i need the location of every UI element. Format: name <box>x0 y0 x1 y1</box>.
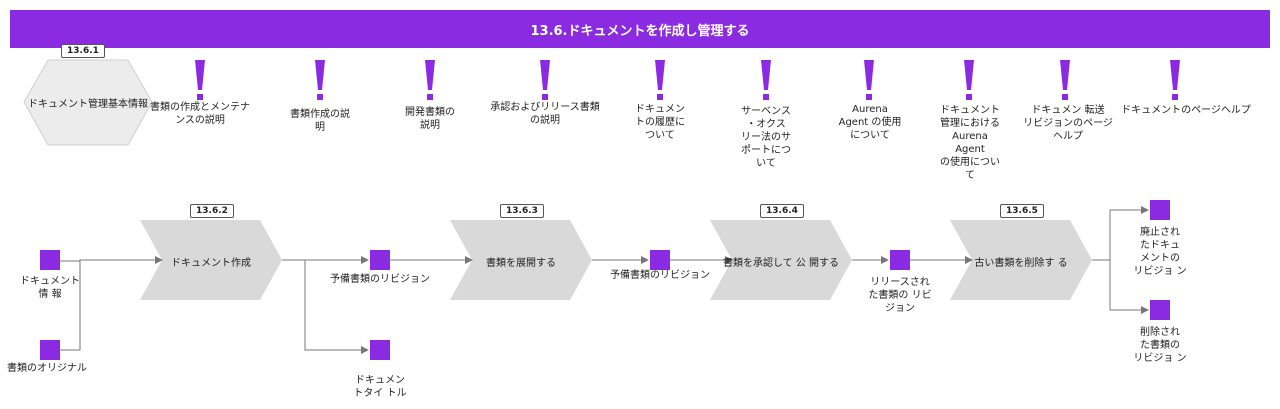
section-badge-13-6-2: 13.6.2 <box>190 204 234 218</box>
process-label-1: ドキュメント作成 <box>171 258 251 269</box>
process-chevron-3[interactable] <box>710 220 852 300</box>
process-chevron-1[interactable] <box>140 220 282 300</box>
section-badge-13-6-3: 13.6.3 <box>500 204 544 218</box>
connector-original-p1 <box>60 260 81 351</box>
info-label-7: Aurena Agent の使用 について <box>838 104 902 141</box>
info-label-1: 書類の作成とメンテナ ンスの説明 <box>150 102 250 126</box>
connector-p4-obsolete <box>1092 206 1149 261</box>
hexagon-shape[interactable] <box>23 59 153 146</box>
object-prelim-revision-2[interactable] <box>650 250 670 270</box>
object-label-doc-title: ドキュメン トタイ トル <box>353 375 407 399</box>
object-label-original: 書類のオリジナル <box>7 363 87 374</box>
exclamation-icon[interactable] <box>424 60 436 102</box>
object-label-prelim-1: 予備書類のリビジョン <box>330 274 430 285</box>
info-label-3: 開発書類の 説明 <box>405 107 455 131</box>
object-label-obsolete: 廃止され たドキュ メントの リビジョ ン <box>1133 227 1187 277</box>
object-label-released: リリースされ た書類の リビ ジョン <box>868 277 932 314</box>
exclamation-icon[interactable] <box>760 60 772 102</box>
info-label-10: ドキュメントのページヘルプ <box>1121 105 1251 116</box>
page-title: 13.6.ドキュメントを作成し管理する <box>530 23 750 39</box>
section-badge-13-6-4: 13.6.4 <box>760 204 804 218</box>
info-label-4: 承認およびリリース書類 の説明 <box>490 102 600 126</box>
object-original[interactable] <box>40 340 60 360</box>
exclamation-icon[interactable] <box>1059 60 1071 102</box>
info-label-6: サーベンス ・オクス リー法のサ ポートにつ いて <box>741 106 791 169</box>
exclamation-icon[interactable] <box>1169 60 1181 102</box>
hexagon-label: ドキュメント管理基本情報 <box>28 99 148 110</box>
exclamation-icon[interactable] <box>539 60 551 102</box>
exclamation-icon[interactable] <box>194 60 206 102</box>
exclamation-icon[interactable] <box>963 60 975 102</box>
process-chevron-2[interactable] <box>450 220 592 300</box>
exclamation-icon[interactable] <box>654 60 666 102</box>
object-doc-info[interactable] <box>40 250 60 270</box>
object-label-deleted: 削除され た書類の リビジョ ン <box>1133 327 1187 364</box>
process-label-4: 古い書類を削除す る <box>974 258 1068 269</box>
object-released-revision[interactable] <box>890 250 910 270</box>
section-badge-13-6-5: 13.6.5 <box>1000 204 1044 218</box>
object-doc-title[interactable] <box>370 340 390 360</box>
process-chevron-4[interactable] <box>950 220 1092 300</box>
page-title-bar: 13.6.ドキュメントを作成し管理する <box>10 10 1270 48</box>
object-label-doc-info: ドキュメント 情 報 <box>20 276 80 300</box>
info-label-2: 書類作成の説 明 <box>290 109 350 133</box>
process-label-2: 書類を展開する <box>486 258 556 269</box>
object-obsolete-revision[interactable] <box>1150 200 1170 220</box>
object-prelim-revision-1[interactable] <box>370 250 390 270</box>
section-badge-13-6-1: 13.6.1 <box>61 44 105 58</box>
object-label-prelim-2: 予備書類のリビジョン <box>610 270 710 281</box>
info-label-8: ドキュメント 管理における Aurena Agent の使用につい て <box>940 105 1000 181</box>
connector-p4-deleted <box>1109 260 1149 314</box>
info-label-9: ドキュメン 転送 リビジョンのページ ヘルプ <box>1023 105 1113 142</box>
exclamation-icon[interactable] <box>863 60 875 102</box>
connector-p1-title <box>304 260 369 354</box>
object-deleted-revision[interactable] <box>1150 300 1170 320</box>
process-label-3: 書類を承認して 公 開する <box>722 258 840 269</box>
info-label-5: ドキュメン トの履歴に ついて <box>635 104 685 141</box>
exclamation-icon[interactable] <box>314 60 326 102</box>
